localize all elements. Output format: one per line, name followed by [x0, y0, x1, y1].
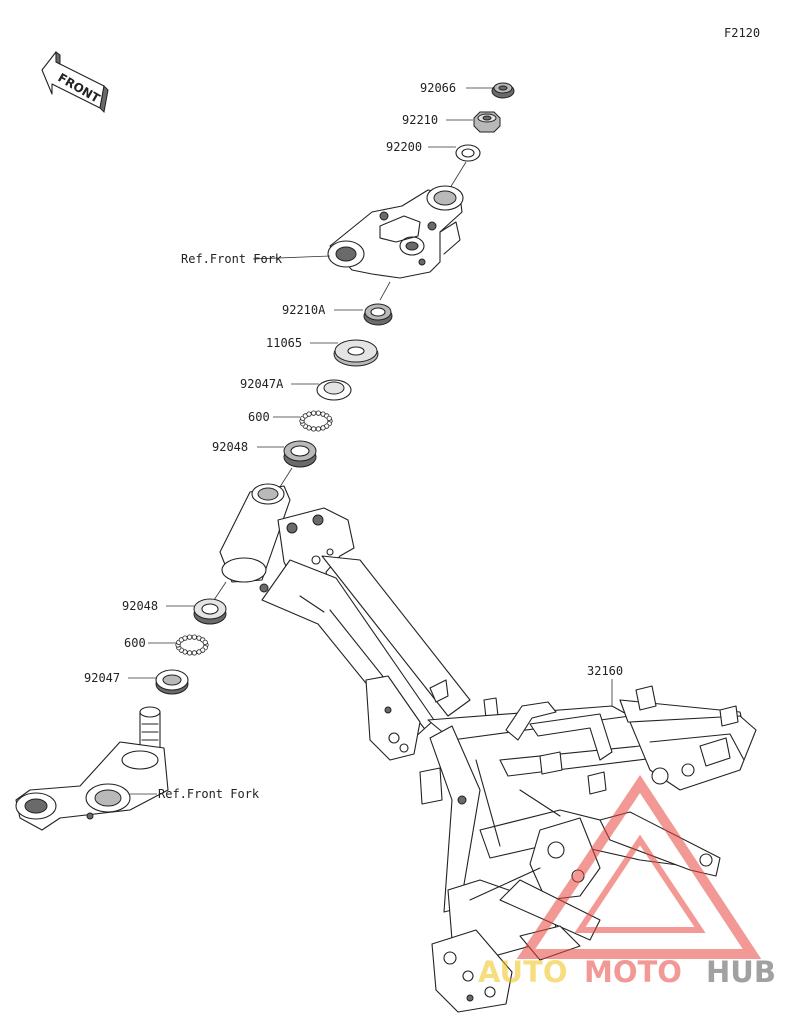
part-92048-upper: 92048	[212, 440, 317, 468]
watermark-auto: AUTO	[478, 955, 568, 989]
label-600-lower: 600	[124, 636, 146, 650]
label-92047a: 92047A	[240, 377, 284, 391]
bearing-ball	[310, 410, 317, 416]
upper-triple-clamp: Ref.Front Fork	[181, 185, 464, 279]
part-92048-lower: 92048	[122, 598, 227, 625]
bearing-ball	[326, 415, 332, 421]
label-92200: 92200	[386, 140, 422, 154]
bearing-ball	[315, 426, 321, 432]
bearing-ball	[187, 634, 193, 640]
bearing-ball	[191, 650, 197, 656]
part-92200: 92200	[386, 140, 481, 162]
bearing-ball	[202, 639, 208, 645]
bearing-ball	[320, 425, 326, 431]
label-ref-front-fork-upper: Ref.Front Fork	[181, 252, 283, 266]
front-arrow-icon: FRONT	[41, 51, 109, 114]
label-92210: 92210	[402, 113, 438, 127]
part-92066: 92066	[420, 81, 515, 99]
label-92066: 92066	[420, 81, 456, 95]
watermark-hub: HUB	[706, 955, 776, 989]
frame-32160: 32160	[219, 483, 757, 1013]
label-92210a: 92210A	[282, 303, 326, 317]
part-11065: 11065	[266, 336, 379, 367]
bearing-ball	[182, 635, 188, 641]
part-92210a: 92210A	[282, 303, 393, 326]
bearing-ball	[315, 410, 321, 416]
bearing-ball	[191, 634, 197, 640]
label-11065: 11065	[266, 336, 302, 350]
bearing-ball	[310, 426, 317, 432]
watermark-moto: MOTO	[584, 955, 682, 989]
bearing-ball	[187, 650, 193, 656]
part-600-upper: 600	[248, 410, 333, 432]
bearing-ball	[196, 649, 202, 655]
label-32160: 32160	[587, 664, 623, 678]
label-92048-upper: 92048	[212, 440, 248, 454]
label-92047: 92047	[84, 671, 120, 685]
part-600-lower: 600	[124, 634, 209, 656]
part-92210: 92210	[402, 111, 501, 133]
lower-triple-clamp: Ref.Front Fork	[15, 706, 260, 831]
watermark-logo-icon	[516, 774, 762, 959]
label-ref-front-fork-lower: Ref.Front Fork	[158, 787, 260, 801]
label-600-upper: 600	[248, 410, 270, 424]
watermark: AUTO MOTO HUB	[478, 774, 776, 989]
part-92047a: 92047A	[240, 377, 352, 401]
part-92047: 92047	[84, 669, 189, 695]
diagram-code: F2120	[724, 26, 760, 40]
label-92048-lower: 92048	[122, 599, 158, 613]
bearing-ball	[306, 411, 312, 417]
